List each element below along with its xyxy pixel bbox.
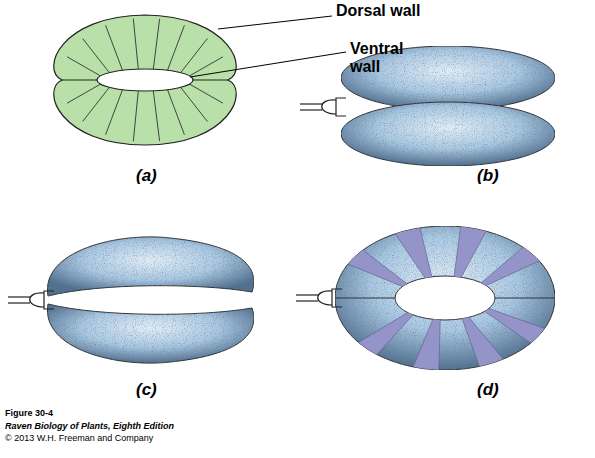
micellation-line bbox=[181, 87, 208, 121]
panel-letter: (d) bbox=[477, 380, 499, 400]
guard-cells bbox=[54, 15, 237, 145]
micellation-line bbox=[133, 91, 138, 141]
micellation-line bbox=[190, 84, 223, 103]
micellation-line bbox=[168, 25, 185, 70]
leader-line bbox=[190, 52, 346, 77]
wall-band bbox=[339, 245, 410, 289]
nozzle bbox=[296, 289, 342, 307]
wall-band bbox=[350, 311, 415, 362]
micellation-line bbox=[67, 57, 100, 76]
part-label: Ventral wall bbox=[350, 40, 412, 77]
wall-band bbox=[461, 315, 509, 375]
part-label: Dorsal wall bbox=[336, 2, 420, 20]
nozzle bbox=[8, 291, 54, 309]
nozzle bbox=[300, 98, 346, 116]
panel-letter: (b) bbox=[477, 166, 499, 186]
micellation-line bbox=[106, 90, 123, 135]
credit-line: Raven Biology of Plants, Eighth Edition bbox=[5, 421, 174, 431]
figure-number: Figure 30-4 bbox=[5, 408, 53, 418]
micellation-line bbox=[153, 19, 159, 69]
balloon-model bbox=[47, 237, 253, 363]
wall-band bbox=[391, 220, 433, 281]
micellation-line bbox=[153, 91, 159, 141]
micellation-line bbox=[168, 90, 185, 135]
wall-band bbox=[410, 316, 440, 378]
panel-letter: (a) bbox=[136, 166, 157, 186]
micellation-line bbox=[106, 25, 123, 70]
banded-balloon-model bbox=[335, 219, 555, 378]
micellation-line bbox=[133, 19, 138, 70]
wall-band bbox=[481, 307, 553, 348]
wall-band bbox=[478, 241, 548, 287]
wall-band bbox=[454, 219, 490, 280]
credit-line: © 2013 W.H. Freeman and Company bbox=[5, 433, 153, 443]
micellation-line bbox=[67, 84, 100, 103]
panel-letter: (c) bbox=[136, 380, 157, 400]
micellation-line bbox=[83, 39, 110, 73]
leader-line bbox=[218, 16, 332, 29]
